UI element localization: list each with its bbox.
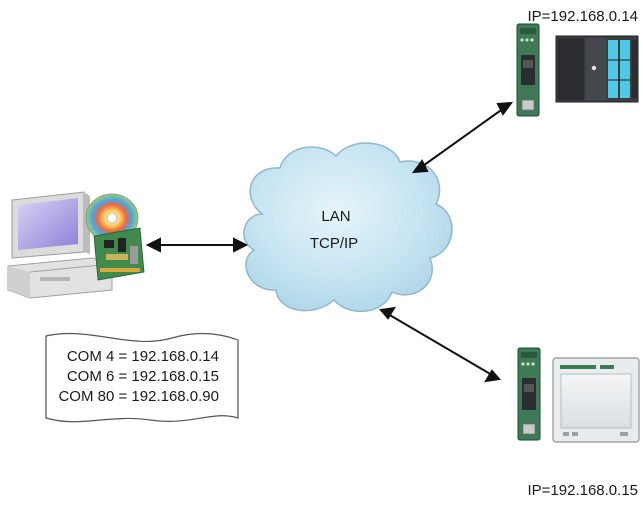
port-mapping-row: COM 6 = 192.168.0.15 (67, 368, 219, 385)
hmi-panel-icon (552, 357, 640, 443)
arrow-lan-plc (419, 107, 505, 169)
port-mapping-row: COM 4 = 192.168.0.14 (67, 348, 219, 365)
arrowhead-left (145, 237, 161, 253)
bottom-device-ip: IP=192.168.0.15 (527, 482, 638, 499)
connection-arrows (145, 101, 514, 383)
cd-icon (85, 193, 139, 243)
port-mapping-row: COM 80 = 192.168.0.90 (58, 388, 219, 405)
arrowhead-lan-end (411, 159, 429, 174)
plc-icon (555, 35, 639, 103)
lan-cloud: LAN TCP/IP (243, 142, 453, 313)
arrow-lan-hmi (387, 313, 493, 376)
port-mapping-note: COM 4 = 192.168.0.14 COM 6 = 192.168.0.1… (45, 332, 239, 423)
arrowhead-hmi-end (484, 369, 501, 383)
circuit-board-icon (93, 227, 145, 281)
gateway-module-icon (516, 23, 540, 117)
lan-label: LAN (321, 208, 350, 225)
arrowhead-lan-end-2 (379, 306, 396, 320)
arrowhead-plc-end (496, 101, 514, 116)
arrowhead-right (233, 237, 249, 253)
gateway-module-icon-bottom (517, 347, 541, 441)
top-device-ip: IP=192.168.0.14 (527, 8, 638, 25)
computer-icon (7, 191, 145, 299)
tcpip-label: TCP/IP (310, 235, 358, 252)
